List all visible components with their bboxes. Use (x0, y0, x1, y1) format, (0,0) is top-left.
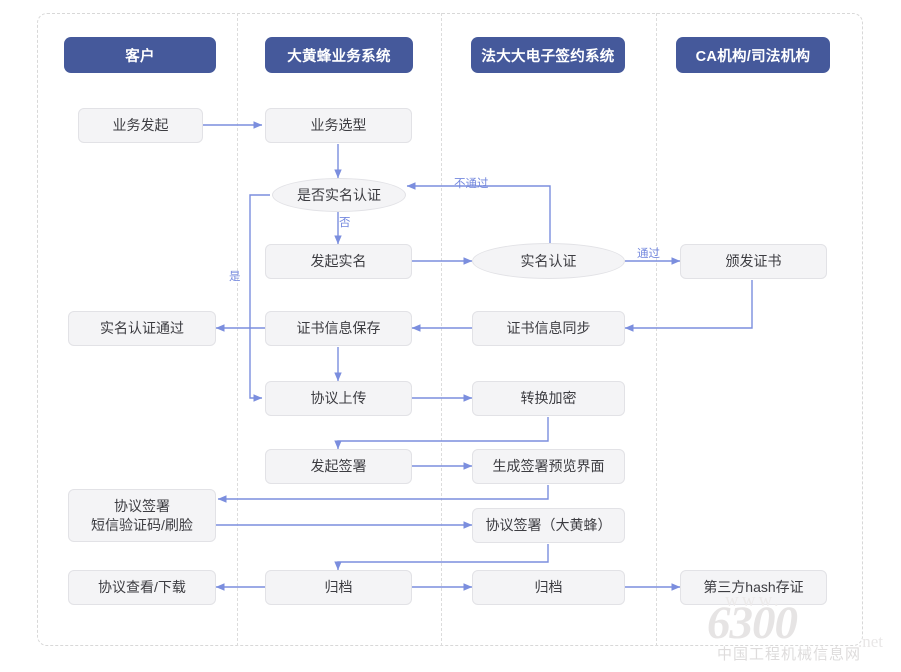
edge-label-no: 否 (339, 217, 351, 229)
node-decision-realname-check[interactable]: 是否实名认证 (272, 178, 406, 212)
swimlane-frame (37, 13, 863, 646)
lane-header-hornet: 大黄蜂业务系统 (265, 37, 413, 73)
node-issue-certificate[interactable]: 颁发证书 (680, 244, 827, 279)
node-initiate-realname[interactable]: 发起实名 (265, 244, 412, 279)
lane-divider-3 (656, 13, 657, 646)
edge-label-fail: 不通过 (454, 178, 489, 190)
node-agreement-view-download[interactable]: 协议查看/下载 (68, 570, 216, 605)
lane-divider-2 (441, 13, 442, 646)
node-convert-encrypt[interactable]: 转换加密 (472, 381, 625, 416)
node-certificate-save[interactable]: 证书信息保存 (265, 311, 412, 346)
lane-header-customer: 客户 (64, 37, 216, 73)
edge-label-pass: 通过 (637, 248, 660, 260)
node-realname-verification[interactable]: 实名认证 (472, 243, 625, 279)
node-archive-hornet[interactable]: 归档 (265, 570, 412, 605)
node-certificate-sync[interactable]: 证书信息同步 (472, 311, 625, 346)
node-initiate-signing[interactable]: 发起签署 (265, 449, 412, 484)
lane-header-fadada: 法大大电子签约系统 (471, 37, 625, 73)
edge-label-yes: 是 (229, 271, 241, 283)
node-realname-passed[interactable]: 实名认证通过 (68, 311, 216, 346)
lane-header-ca: CA机构/司法机构 (676, 37, 830, 73)
lane-divider-1 (237, 13, 238, 646)
node-agreement-sign-hornet[interactable]: 协议签署（大黄蜂） (472, 508, 625, 543)
node-agreement-sign-customer[interactable]: 协议签署 短信验证码/刷脸 (68, 489, 216, 542)
node-generate-preview[interactable]: 生成签署预览界面 (472, 449, 625, 484)
node-business-initiate[interactable]: 业务发起 (78, 108, 203, 143)
watermark-site-name: 中国工程机械信息网 (717, 646, 862, 663)
node-business-selection[interactable]: 业务选型 (265, 108, 412, 143)
node-third-party-hash[interactable]: 第三方hash存证 (680, 570, 827, 605)
node-agreement-upload[interactable]: 协议上传 (265, 381, 412, 416)
node-archive-fadada[interactable]: 归档 (472, 570, 625, 605)
